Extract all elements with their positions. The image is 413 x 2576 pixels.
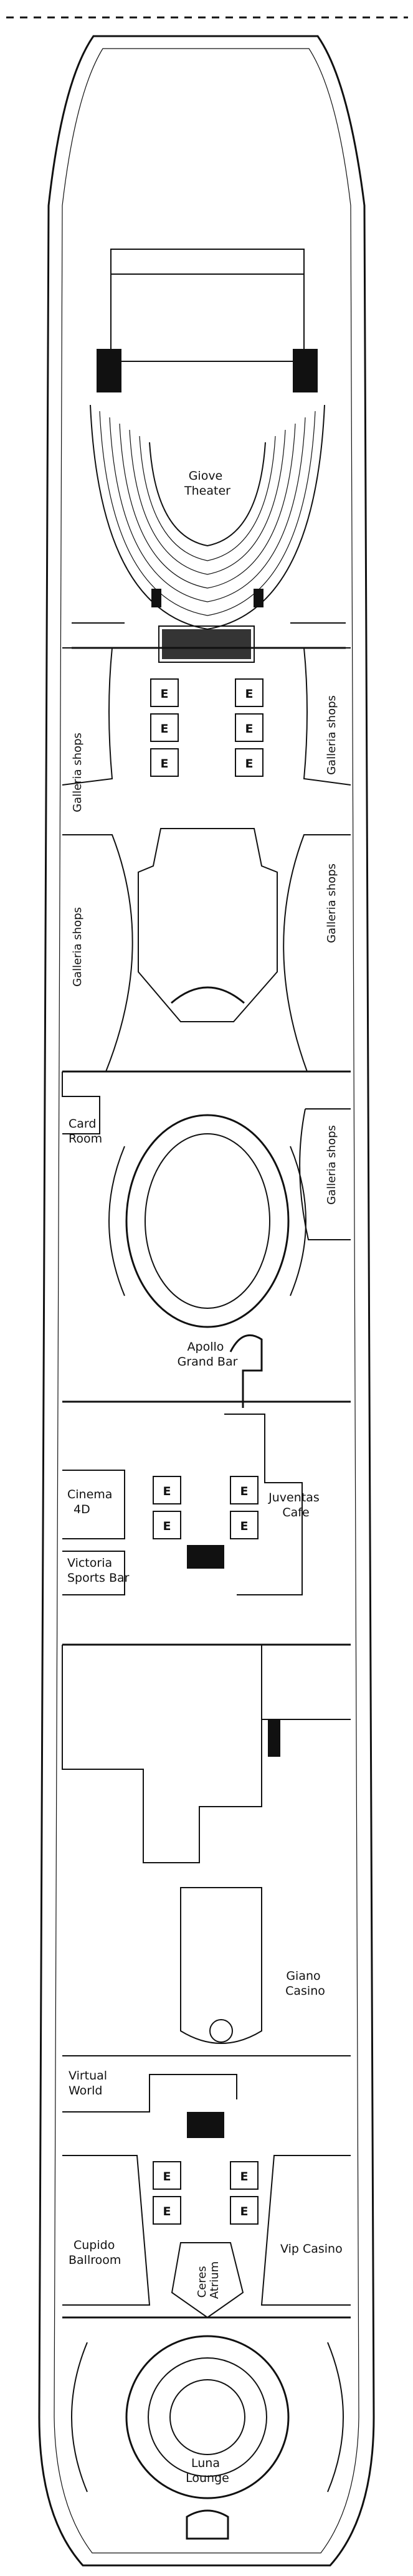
elevator-icon: E xyxy=(163,2205,171,2218)
mid-body-outline xyxy=(62,1645,262,1863)
stairs-icon xyxy=(268,1719,280,1757)
galleria-aft-wall xyxy=(299,1108,351,1240)
elevator-icon: E xyxy=(163,2170,171,2184)
elevator-icon: E xyxy=(245,687,254,701)
cupido-ballroom-wall xyxy=(62,2155,151,2306)
virtual-world-label: Virtual World xyxy=(69,2069,111,2098)
elevator-bank-mid xyxy=(153,1476,259,1539)
juventas-cafe-wall xyxy=(224,1414,303,1595)
stairs-icon xyxy=(187,1545,224,1569)
elevator-icon: E xyxy=(163,1519,171,1533)
casino-feature xyxy=(209,2019,233,2043)
vip-casino-label: Vip Casino xyxy=(280,2242,343,2256)
elevator-icon: E xyxy=(161,687,169,701)
apollo-grand-bar-area xyxy=(108,1114,306,1328)
stairs-icon xyxy=(187,2112,224,2138)
elevator-icon: E xyxy=(163,1485,171,1498)
stairs-icon xyxy=(158,625,255,663)
central-atrium-outline xyxy=(138,828,278,1022)
ceres-atrium-outline xyxy=(171,2242,244,2319)
elevator-icon: E xyxy=(240,1485,249,1498)
elevator-icon: E xyxy=(240,2170,249,2184)
elevator-bank-forward xyxy=(150,678,263,777)
galleria-shops-label: Galleria shops xyxy=(325,1125,338,1205)
elevator-icon: E xyxy=(240,1519,249,1533)
sports-bar-wall xyxy=(62,1551,125,1595)
card-room-label: Card Room xyxy=(69,1117,102,1146)
ceres-atrium-label: Ceres Atrium xyxy=(196,2261,221,2299)
victoria-sports-bar-label: Victoria Sports Bar xyxy=(67,1556,130,1585)
cupido-ballroom-label: Cupido Ballroom xyxy=(69,2238,121,2267)
virtual-world-wall xyxy=(62,2074,237,2113)
divider-line xyxy=(62,1072,100,1134)
hull-outline xyxy=(38,35,375,2567)
elevator-icon: E xyxy=(245,722,254,736)
galleria-shops-label: Galleria shops xyxy=(71,733,84,812)
juventas-cafe-label: Juventas Cafe xyxy=(268,1491,323,1519)
elevator-icon: E xyxy=(161,722,169,736)
galleria-shops-label: Galleria shops xyxy=(325,863,338,943)
atrium-arc xyxy=(171,986,245,1004)
galleria-shops-label: Galleria shops xyxy=(325,695,338,775)
giove-theater-area xyxy=(72,249,346,649)
cafe-feature xyxy=(229,1334,263,1408)
giove-theater-label: Giove Theater xyxy=(184,469,230,498)
luna-lounge-label: Luna Lounge xyxy=(186,2456,229,2485)
elevator-bank-aft xyxy=(153,2161,259,2225)
giano-casino-label: Giano Casino xyxy=(285,1969,325,1998)
elevator-icon: E xyxy=(240,2205,249,2218)
galleria-shops-label: Galleria shops xyxy=(71,907,84,987)
cinema-wall xyxy=(62,1470,125,1539)
luna-lounge-area xyxy=(71,2335,344,2540)
stairs-treads xyxy=(162,629,251,659)
hull-inner-line xyxy=(54,48,359,2554)
cinema-4d-label: Cinema 4D xyxy=(67,1488,116,1516)
galleria-shops-walls xyxy=(62,647,351,1072)
giano-casino-area xyxy=(180,1887,262,2044)
elevator-icon: E xyxy=(161,757,169,771)
apollo-grand-bar-label: Apollo Grand Bar xyxy=(178,1340,238,1369)
elevator-icon: E xyxy=(245,757,254,771)
vip-casino-wall xyxy=(260,2155,351,2306)
